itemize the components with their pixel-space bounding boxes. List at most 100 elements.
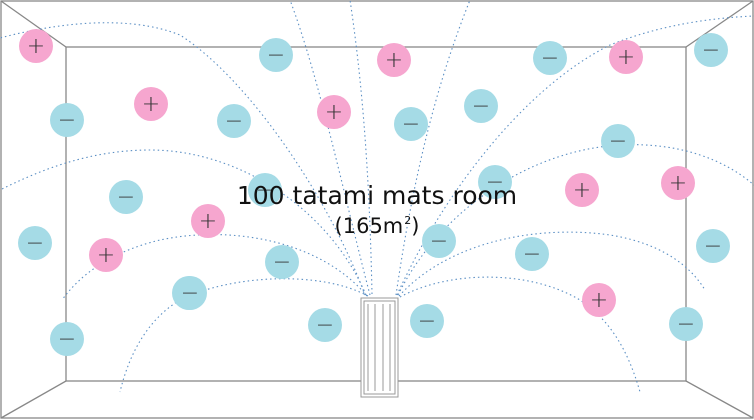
negative-ion: −: [394, 107, 428, 141]
plus-sign-icon: +: [199, 209, 217, 234]
minus-sign-icon: −: [225, 109, 243, 134]
negative-ion: −: [265, 245, 299, 279]
airflow-line: [0, 149, 367, 296]
minus-sign-icon: −: [677, 312, 695, 337]
negative-ion-circle: [217, 104, 251, 138]
room-corner-bottom-right: [685, 380, 754, 419]
airflow-line: [396, 15, 754, 296]
positive-ion: +: [89, 238, 123, 272]
airflow-line: [398, 231, 706, 297]
negative-ion: −: [50, 322, 84, 356]
negative-ion: −: [410, 304, 444, 338]
minus-sign-icon: −: [117, 185, 135, 210]
negative-ion-circle: [478, 165, 512, 199]
negative-ion-circle: [18, 226, 52, 260]
room-corner-top-left: [0, 0, 67, 48]
positive-ion-circle: [317, 95, 351, 129]
positive-ion: +: [134, 87, 168, 121]
negative-ion: −: [464, 89, 498, 123]
minus-sign-icon: −: [609, 129, 627, 154]
airflow-line: [119, 278, 369, 393]
minus-sign-icon: −: [58, 327, 76, 352]
positive-ion: +: [565, 173, 599, 207]
air-purifier-device: [360, 297, 399, 398]
airflow-line: [0, 22, 366, 296]
negative-ion-circle: [173, 276, 207, 310]
negative-ion-circle: [422, 224, 456, 258]
minus-sign-icon: −: [523, 242, 541, 267]
negative-ion: −: [109, 180, 143, 214]
airflow-line: [61, 233, 368, 301]
negative-ion-circle: [696, 229, 730, 263]
minus-sign-icon: −: [256, 178, 274, 203]
room-corner-top-right: [685, 0, 754, 48]
negative-ion-circle: [694, 33, 728, 67]
minus-sign-icon: −: [273, 250, 291, 275]
negative-ion: −: [533, 41, 567, 75]
minus-sign-icon: −: [472, 94, 490, 119]
negative-ion: −: [248, 173, 282, 207]
airflow-lines: [0, 0, 754, 393]
negative-ion: −: [478, 165, 512, 199]
room-size-title: 100 tatami mats room: [236, 181, 518, 210]
negative-ion-circle: [394, 107, 428, 141]
airflow-line: [397, 144, 754, 296]
minus-sign-icon: −: [181, 281, 199, 306]
positive-ion: +: [661, 166, 695, 200]
negative-ion-circle: [410, 304, 444, 338]
negative-ion-circle: [601, 124, 635, 158]
positive-ion: +: [19, 29, 53, 63]
negative-ion: −: [50, 103, 84, 137]
plus-sign-icon: +: [325, 100, 343, 125]
ions-layer: ++++++++++−−−−−−−−−−−−−−−−−−−−−−: [18, 29, 730, 356]
negative-ion-circle: [50, 322, 84, 356]
plus-sign-icon: +: [27, 34, 45, 59]
negative-ion: −: [308, 308, 342, 342]
plus-sign-icon: +: [142, 92, 160, 117]
plus-sign-icon: +: [385, 48, 403, 73]
plus-sign-icon: +: [617, 45, 635, 70]
minus-sign-icon: −: [267, 43, 285, 68]
minus-sign-icon: −: [541, 46, 559, 71]
negative-ion: −: [669, 307, 703, 341]
plus-sign-icon: +: [590, 288, 608, 313]
positive-ion: +: [191, 204, 225, 238]
positive-ion-circle: [89, 238, 123, 272]
negative-ion-circle: [248, 173, 282, 207]
airflow-line: [289, 0, 371, 296]
minus-sign-icon: −: [58, 108, 76, 133]
room-area-label: (165m2): [0, 214, 754, 238]
plus-sign-icon: +: [669, 171, 687, 196]
negative-ion-circle: [265, 245, 299, 279]
purifier-panel: [363, 300, 396, 395]
positive-ion-circle: [661, 166, 695, 200]
positive-ion-circle: [582, 283, 616, 317]
positive-ion: +: [582, 283, 616, 317]
positive-ion-circle: [609, 40, 643, 74]
negative-ion: −: [601, 124, 635, 158]
negative-ion: −: [422, 224, 456, 258]
positive-ion: +: [377, 43, 411, 77]
room-corner-bottom-left: [0, 380, 67, 419]
negative-ion-circle: [533, 41, 567, 75]
minus-sign-icon: −: [486, 170, 504, 195]
negative-ion-circle: [50, 103, 84, 137]
positive-ion-circle: [191, 204, 225, 238]
positive-ion-circle: [377, 43, 411, 77]
minus-sign-icon: −: [402, 112, 420, 137]
negative-ion: −: [217, 104, 251, 138]
airflow-line: [399, 276, 641, 393]
negative-ion: −: [259, 38, 293, 72]
negative-ion-circle: [464, 89, 498, 123]
minus-sign-icon: −: [702, 38, 720, 63]
plus-sign-icon: +: [573, 178, 591, 203]
room-area-value: (165m: [334, 214, 404, 238]
negative-ion: −: [173, 276, 207, 310]
positive-ion-circle: [134, 87, 168, 121]
minus-sign-icon: −: [316, 313, 334, 338]
minus-sign-icon: −: [26, 231, 44, 256]
plus-sign-icon: +: [97, 243, 115, 268]
negative-ion: −: [696, 229, 730, 263]
